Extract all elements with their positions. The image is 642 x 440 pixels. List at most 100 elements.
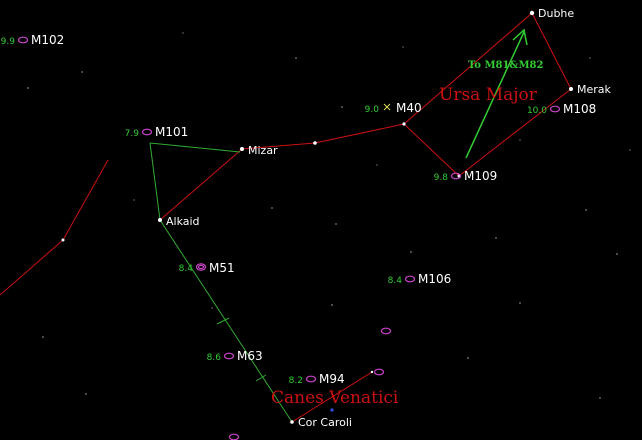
galaxy-icon-m108[interactable]: [549, 105, 561, 113]
object-label-m108: M108: [563, 102, 596, 116]
field-star: [271, 207, 273, 209]
ursa-major-lines: [159, 12, 572, 221]
pointer-line: [159, 219, 293, 423]
galaxy-icon-m106[interactable]: [404, 275, 416, 283]
double-star-stroke: [383, 103, 391, 111]
field-star: [335, 223, 337, 225]
galaxy-icon[interactable]: [380, 327, 392, 335]
constellation-line: [531, 12, 572, 90]
pointer-line: [149, 142, 161, 221]
field-star: [81, 71, 83, 73]
galaxy-icon[interactable]: [228, 433, 240, 440]
star-label-alkaid: Alkaid: [166, 215, 200, 228]
field-star: [42, 336, 44, 338]
field-star: [467, 357, 469, 359]
left-constellation-lines: [0, 159, 109, 296]
field-star: [295, 57, 297, 59]
object-label-m106: M106: [418, 272, 451, 286]
galaxy-icon-m51[interactable]: [195, 263, 207, 271]
field-star: [585, 209, 587, 211]
pointer-line: [149, 142, 241, 153]
galaxy-icon[interactable]: [373, 368, 385, 376]
galaxy-icon-m63[interactable]: [223, 352, 235, 360]
star-dubhe[interactable]: [529, 10, 535, 16]
star-mizar[interactable]: [240, 147, 244, 151]
field-star: [519, 302, 521, 304]
field-star: [402, 46, 404, 48]
field-star: [589, 57, 591, 59]
constellation-line: [403, 123, 460, 177]
galaxy-icon-m102[interactable]: [17, 36, 29, 44]
mag-label-m63: 8.6: [207, 353, 222, 363]
cluster-icon: [330, 408, 334, 412]
galaxy-icon-m51-core: [197, 264, 205, 270]
object-label-m40: M40: [396, 101, 422, 115]
arrow-shaft: [465, 31, 525, 159]
star-label-dubhe: Dubhe: [538, 7, 574, 20]
pointer-lines: [149, 142, 293, 423]
mag-label-m101: 7.9: [125, 129, 140, 139]
galaxy-icon-m94[interactable]: [305, 375, 317, 383]
mag-label-m108: 10.0: [527, 106, 547, 116]
star-canes-2: [370, 370, 374, 374]
object-label-m51: M51: [209, 261, 235, 275]
mag-label-m109: 9.8: [434, 173, 449, 183]
pointer-tick: [255, 374, 267, 382]
field-star: [211, 307, 213, 309]
constellation-line: [458, 88, 572, 177]
mag-label-m106: 8.4: [388, 276, 403, 286]
double-star-icon-m40[interactable]: [383, 103, 391, 111]
constellation-line: [62, 159, 109, 241]
constellation-label-canes-venatici: Canes Venatici: [271, 388, 399, 408]
constellation-line: [159, 148, 243, 221]
mag-label-m51: 8.4: [179, 264, 194, 274]
object-label-m102: M102: [31, 33, 64, 47]
field-stars: [27, 32, 631, 399]
field-star: [341, 106, 343, 108]
star-left: [61, 238, 65, 242]
deep-sky-symbols: [17, 36, 561, 440]
star-alkaid[interactable]: [158, 218, 162, 222]
constellation-line: [0, 239, 64, 296]
object-label-m101: M101: [155, 125, 188, 139]
star-alioth: [313, 141, 317, 145]
pointer-tick: [216, 317, 230, 325]
mag-label-m102: 9.9: [1, 37, 16, 47]
field-star: [133, 199, 135, 201]
object-label-m94: M94: [319, 372, 345, 386]
constellation-line: [314, 123, 405, 144]
canes-venatici-lines: [291, 371, 373, 423]
star-label-merak: Merak: [577, 83, 612, 96]
field-star: [182, 32, 184, 34]
arrow-to-m81-m82: [465, 28, 528, 159]
star-merak[interactable]: [569, 87, 573, 91]
field-star: [519, 139, 521, 141]
star-megrez: [402, 122, 406, 126]
star-cor-caroli[interactable]: [290, 420, 294, 424]
object-label-m63: M63: [237, 349, 263, 363]
mag-label-m94: 8.2: [289, 376, 303, 386]
field-star: [616, 253, 618, 255]
field-star: [629, 149, 631, 151]
field-star: [376, 164, 378, 166]
constellation-line: [241, 142, 316, 150]
constellation-line: [291, 371, 373, 423]
galaxy-icon-m101[interactable]: [141, 128, 153, 136]
star-phecda: [457, 174, 461, 178]
field-star: [85, 393, 87, 395]
field-star: [27, 87, 29, 89]
field-star: [495, 237, 497, 239]
field-star: [410, 251, 412, 253]
constellation-label-ursa-major: Ursa Major: [439, 85, 538, 105]
star-label-cor-caroli: Cor Caroli: [298, 416, 352, 429]
arrow-head: [512, 28, 528, 46]
arrow-label: To M81&M82: [468, 60, 543, 71]
galaxy-icon-m109[interactable]: [450, 172, 462, 180]
mag-label-m40: 9.0: [365, 105, 380, 115]
object-label-m109: M109: [464, 169, 497, 183]
field-star: [599, 397, 601, 399]
constellation-line: [403, 12, 533, 125]
named-stars: [61, 10, 573, 424]
